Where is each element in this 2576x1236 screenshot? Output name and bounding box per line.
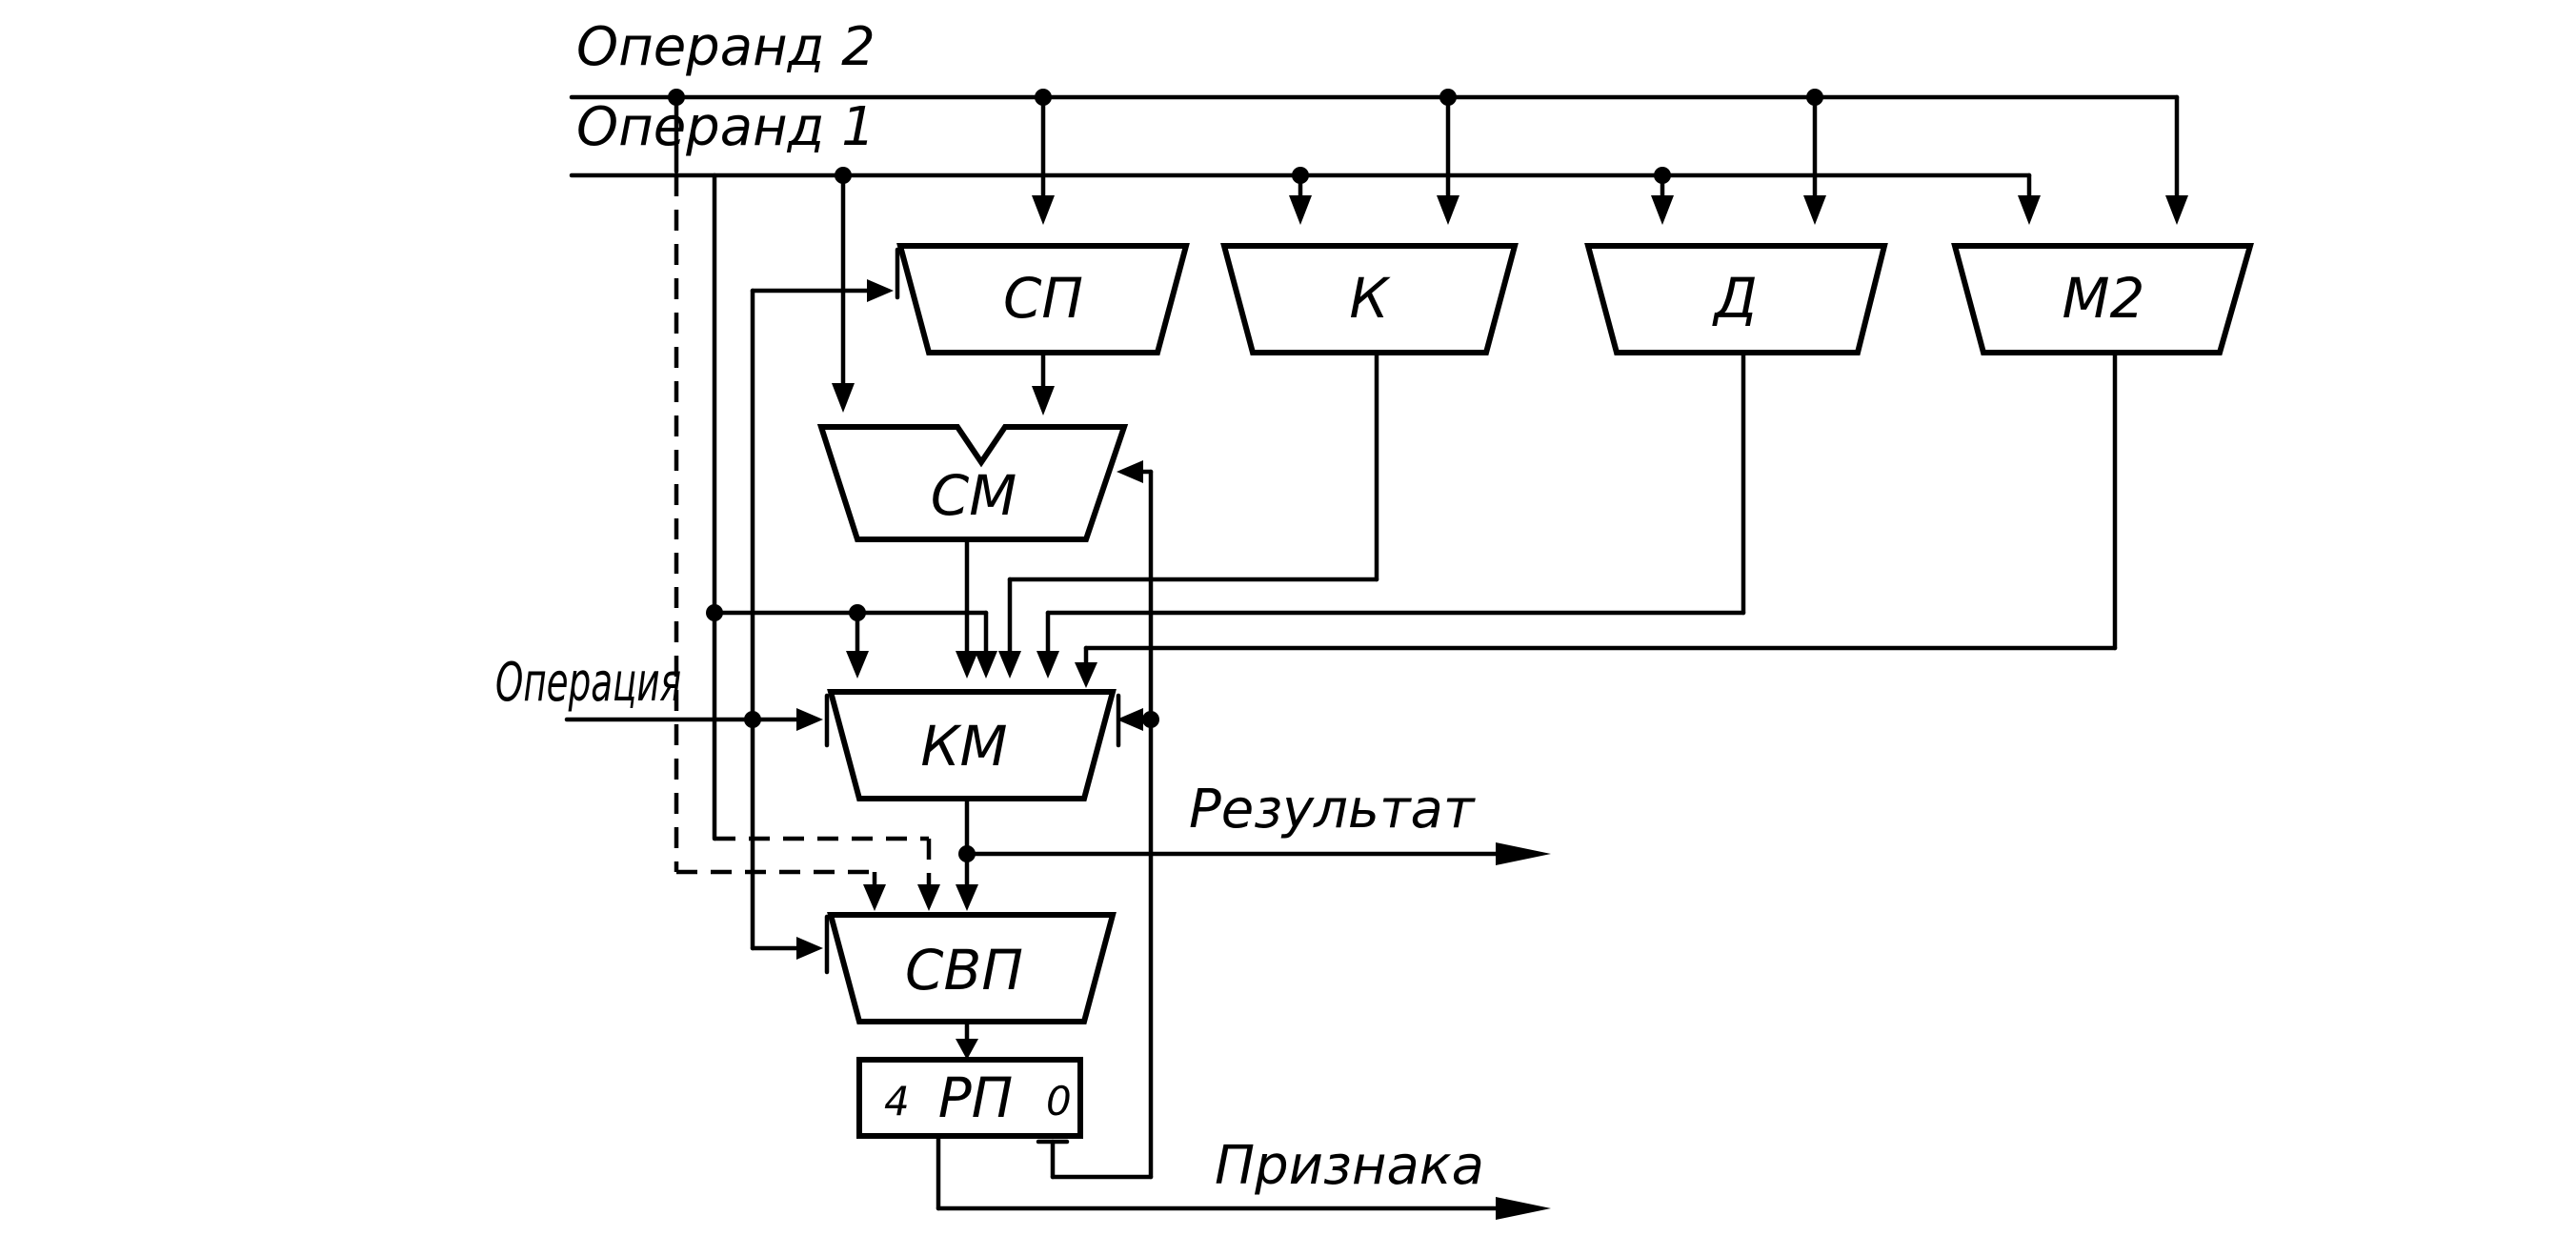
- internal-paths: [936, 350, 2118, 1220]
- block-m2-label: М2: [2063, 266, 2145, 331]
- operand2-taps: [668, 89, 1826, 225]
- operand1-label: Операнд 1: [576, 96, 875, 158]
- block-sp-label: СП: [1003, 266, 1083, 331]
- register-rp-high-bit: 4: [884, 1078, 910, 1125]
- block-sp: СП: [895, 243, 1190, 355]
- block-km-label: КМ: [920, 714, 1007, 779]
- operand1-taps: [832, 167, 1674, 413]
- block-km: КМ: [824, 689, 1121, 801]
- operand2-bus: [569, 94, 2188, 225]
- operation-label: Операция: [495, 652, 681, 714]
- block-k-label: К: [1349, 266, 1391, 331]
- block-m2: М2: [1951, 243, 2254, 355]
- block-sm: СМ: [816, 424, 1129, 542]
- left-feed-lines: [674, 172, 997, 960]
- result-label: Результат: [1189, 779, 1476, 841]
- register-rp-label: РП: [938, 1065, 1014, 1130]
- block-svp-label: СВП: [905, 938, 1023, 1003]
- block-svp: СВП: [824, 912, 1117, 1024]
- block-k: К: [1220, 243, 1519, 355]
- operation-input: [564, 708, 823, 731]
- block-sm-label: СМ: [931, 463, 1017, 528]
- block-d: Д: [1584, 243, 1888, 355]
- flags-label: Признака: [1215, 1135, 1484, 1197]
- register-rp: 4 РП 0: [856, 1057, 1083, 1139]
- operand2-label: Операнд 2: [576, 16, 875, 78]
- register-rp-low-bit: 0: [1046, 1078, 1072, 1125]
- block-d-label: Д: [1711, 266, 1757, 331]
